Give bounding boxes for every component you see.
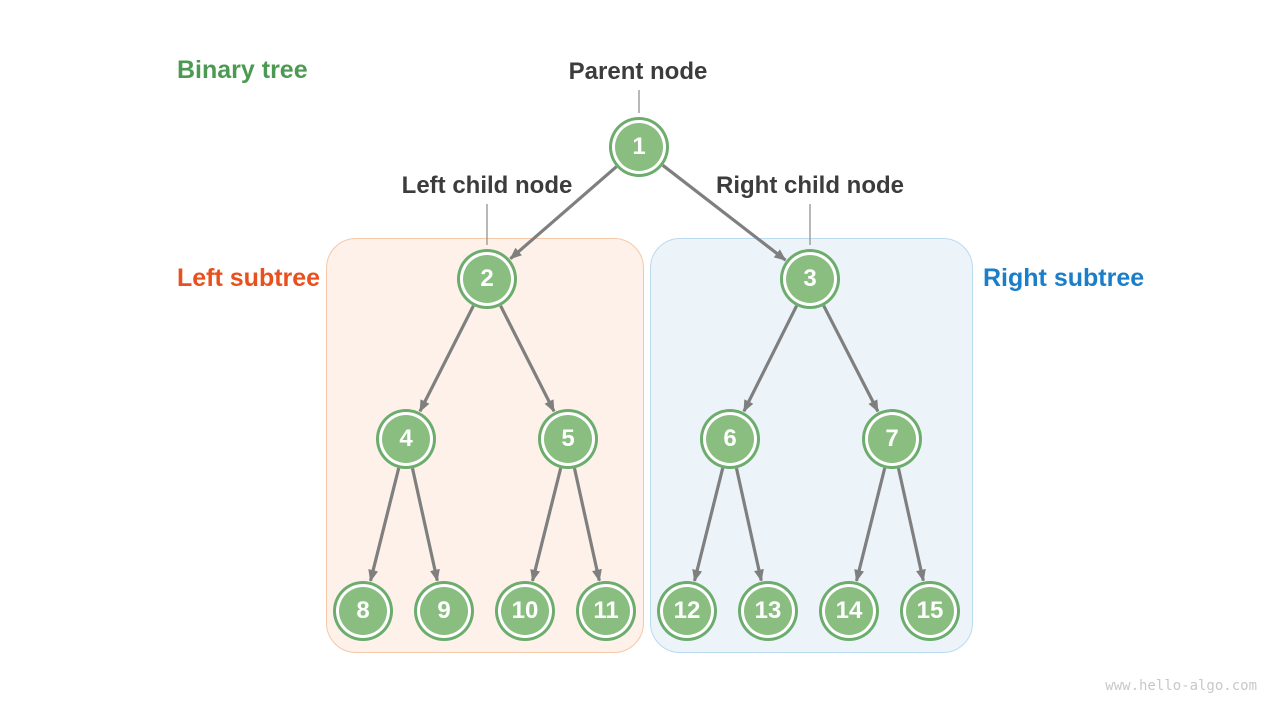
edge-5-10 bbox=[530, 467, 563, 582]
tree-node-11: 11 bbox=[582, 587, 630, 635]
tree-node-4: 4 bbox=[382, 415, 430, 463]
edge-7-14 bbox=[854, 467, 887, 582]
edge-4-9 bbox=[410, 467, 440, 582]
tree-node-13: 13 bbox=[744, 587, 792, 635]
parent-node-label: Parent node bbox=[568, 58, 708, 85]
tree-node-10: 10 bbox=[501, 587, 549, 635]
tree-node-3: 3 bbox=[786, 255, 834, 303]
edge-2-4 bbox=[418, 305, 475, 413]
edge-1-2 bbox=[509, 165, 618, 260]
tree-node-1: 1 bbox=[615, 123, 663, 171]
tree-node-9: 9 bbox=[420, 587, 468, 635]
right-subtree-label: Right subtree bbox=[983, 264, 1145, 292]
diagram-title: Binary tree bbox=[177, 56, 308, 84]
right-subtree-box bbox=[650, 238, 973, 653]
tree-node-8: 8 bbox=[339, 587, 387, 635]
right-child-node-label: Right child node bbox=[716, 172, 904, 199]
tree-node-15: 15 bbox=[906, 587, 954, 635]
edge-3-6 bbox=[742, 305, 799, 413]
edge-3-7 bbox=[822, 304, 880, 413]
tree-node-7: 7 bbox=[868, 415, 916, 463]
left-subtree-label: Left subtree bbox=[177, 264, 321, 292]
left-child-node-label: Left child node bbox=[401, 172, 573, 199]
edge-7-15 bbox=[896, 467, 926, 582]
tree-node-14: 14 bbox=[825, 587, 873, 635]
tree-node-2: 2 bbox=[463, 255, 511, 303]
edge-2-5 bbox=[499, 305, 556, 413]
tree-node-6: 6 bbox=[706, 415, 754, 463]
edge-1-3 bbox=[661, 164, 787, 262]
edge-5-11 bbox=[572, 467, 602, 582]
tree-node-5: 5 bbox=[544, 415, 592, 463]
watermark: www.hello-algo.com bbox=[1105, 678, 1257, 694]
edge-6-13 bbox=[734, 467, 764, 582]
tree-node-12: 12 bbox=[663, 587, 711, 635]
edge-6-12 bbox=[692, 467, 725, 582]
edge-4-8 bbox=[368, 467, 401, 582]
